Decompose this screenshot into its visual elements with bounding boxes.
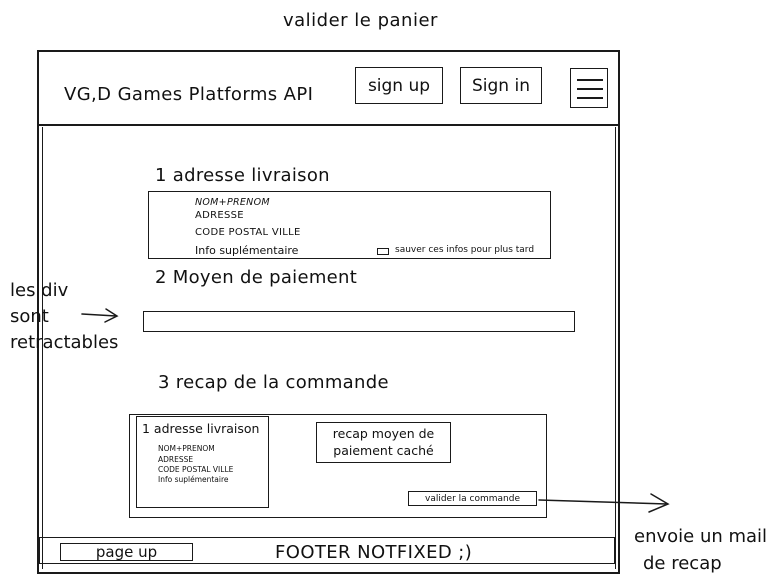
page-title: valider le panier — [283, 10, 438, 31]
recap-address-line: NOM+PRENOM — [158, 444, 215, 453]
arrow-right-icon — [81, 308, 119, 323]
postal-city-field[interactable]: CODE POSTAL VILLE — [195, 227, 301, 238]
save-info-checkbox[interactable] — [377, 248, 389, 255]
address-field[interactable]: ADRESSE — [195, 210, 244, 221]
annotation-line: de recap — [643, 553, 722, 574]
page-up-button[interactable]: page up — [60, 543, 193, 561]
order-recap-panel — [129, 414, 547, 518]
header — [39, 52, 618, 126]
annotation-collapsible: les div sont retractables — [10, 278, 118, 356]
recap-address-line: ADRESSE — [158, 455, 194, 464]
arrow-right-icon — [538, 493, 670, 513]
annotation-mail: envoie un mail de recap — [634, 523, 767, 577]
name-field[interactable]: NOM+PRENOM — [195, 197, 270, 208]
recap-payment-card: recap moyen de paiement caché — [316, 422, 451, 463]
footer — [39, 537, 615, 564]
annotation-line: les div — [10, 280, 69, 301]
sign-in-button[interactable]: Sign in — [460, 67, 542, 104]
sign-up-button[interactable]: sign up — [355, 67, 443, 104]
section-heading-delivery[interactable]: 1 adresse livraison — [155, 165, 330, 186]
extra-info-field[interactable]: Info suplémentaire — [195, 244, 299, 257]
recap-address-line: CODE POSTAL VILLE — [158, 465, 234, 474]
recap-address-title: 1 adresse livraison — [142, 421, 260, 436]
annotation-line: sont — [10, 306, 49, 327]
footer-text: FOOTER NOTFIXED ;) — [275, 542, 473, 563]
annotation-line: retractables — [10, 332, 119, 353]
section-heading-recap[interactable]: 3 recap de la commande — [158, 372, 389, 393]
recap-address-card — [136, 416, 269, 508]
delivery-address-panel — [148, 191, 551, 259]
annotation-line: envoie un mail — [634, 526, 768, 547]
recap-address-line: Info suplémentaire — [158, 475, 229, 484]
content-frame — [42, 127, 616, 569]
section-heading-payment[interactable]: 2 Moyen de paiement — [155, 267, 358, 288]
page-frame — [37, 50, 620, 574]
validate-order-button[interactable]: valider la commande — [408, 491, 537, 506]
payment-panel-collapsed[interactable] — [143, 311, 575, 332]
app-title: VG,D Games Platforms API — [64, 84, 314, 105]
save-info-label: sauver ces infos pour plus tard — [395, 245, 535, 255]
hamburger-menu-icon[interactable] — [570, 68, 608, 108]
